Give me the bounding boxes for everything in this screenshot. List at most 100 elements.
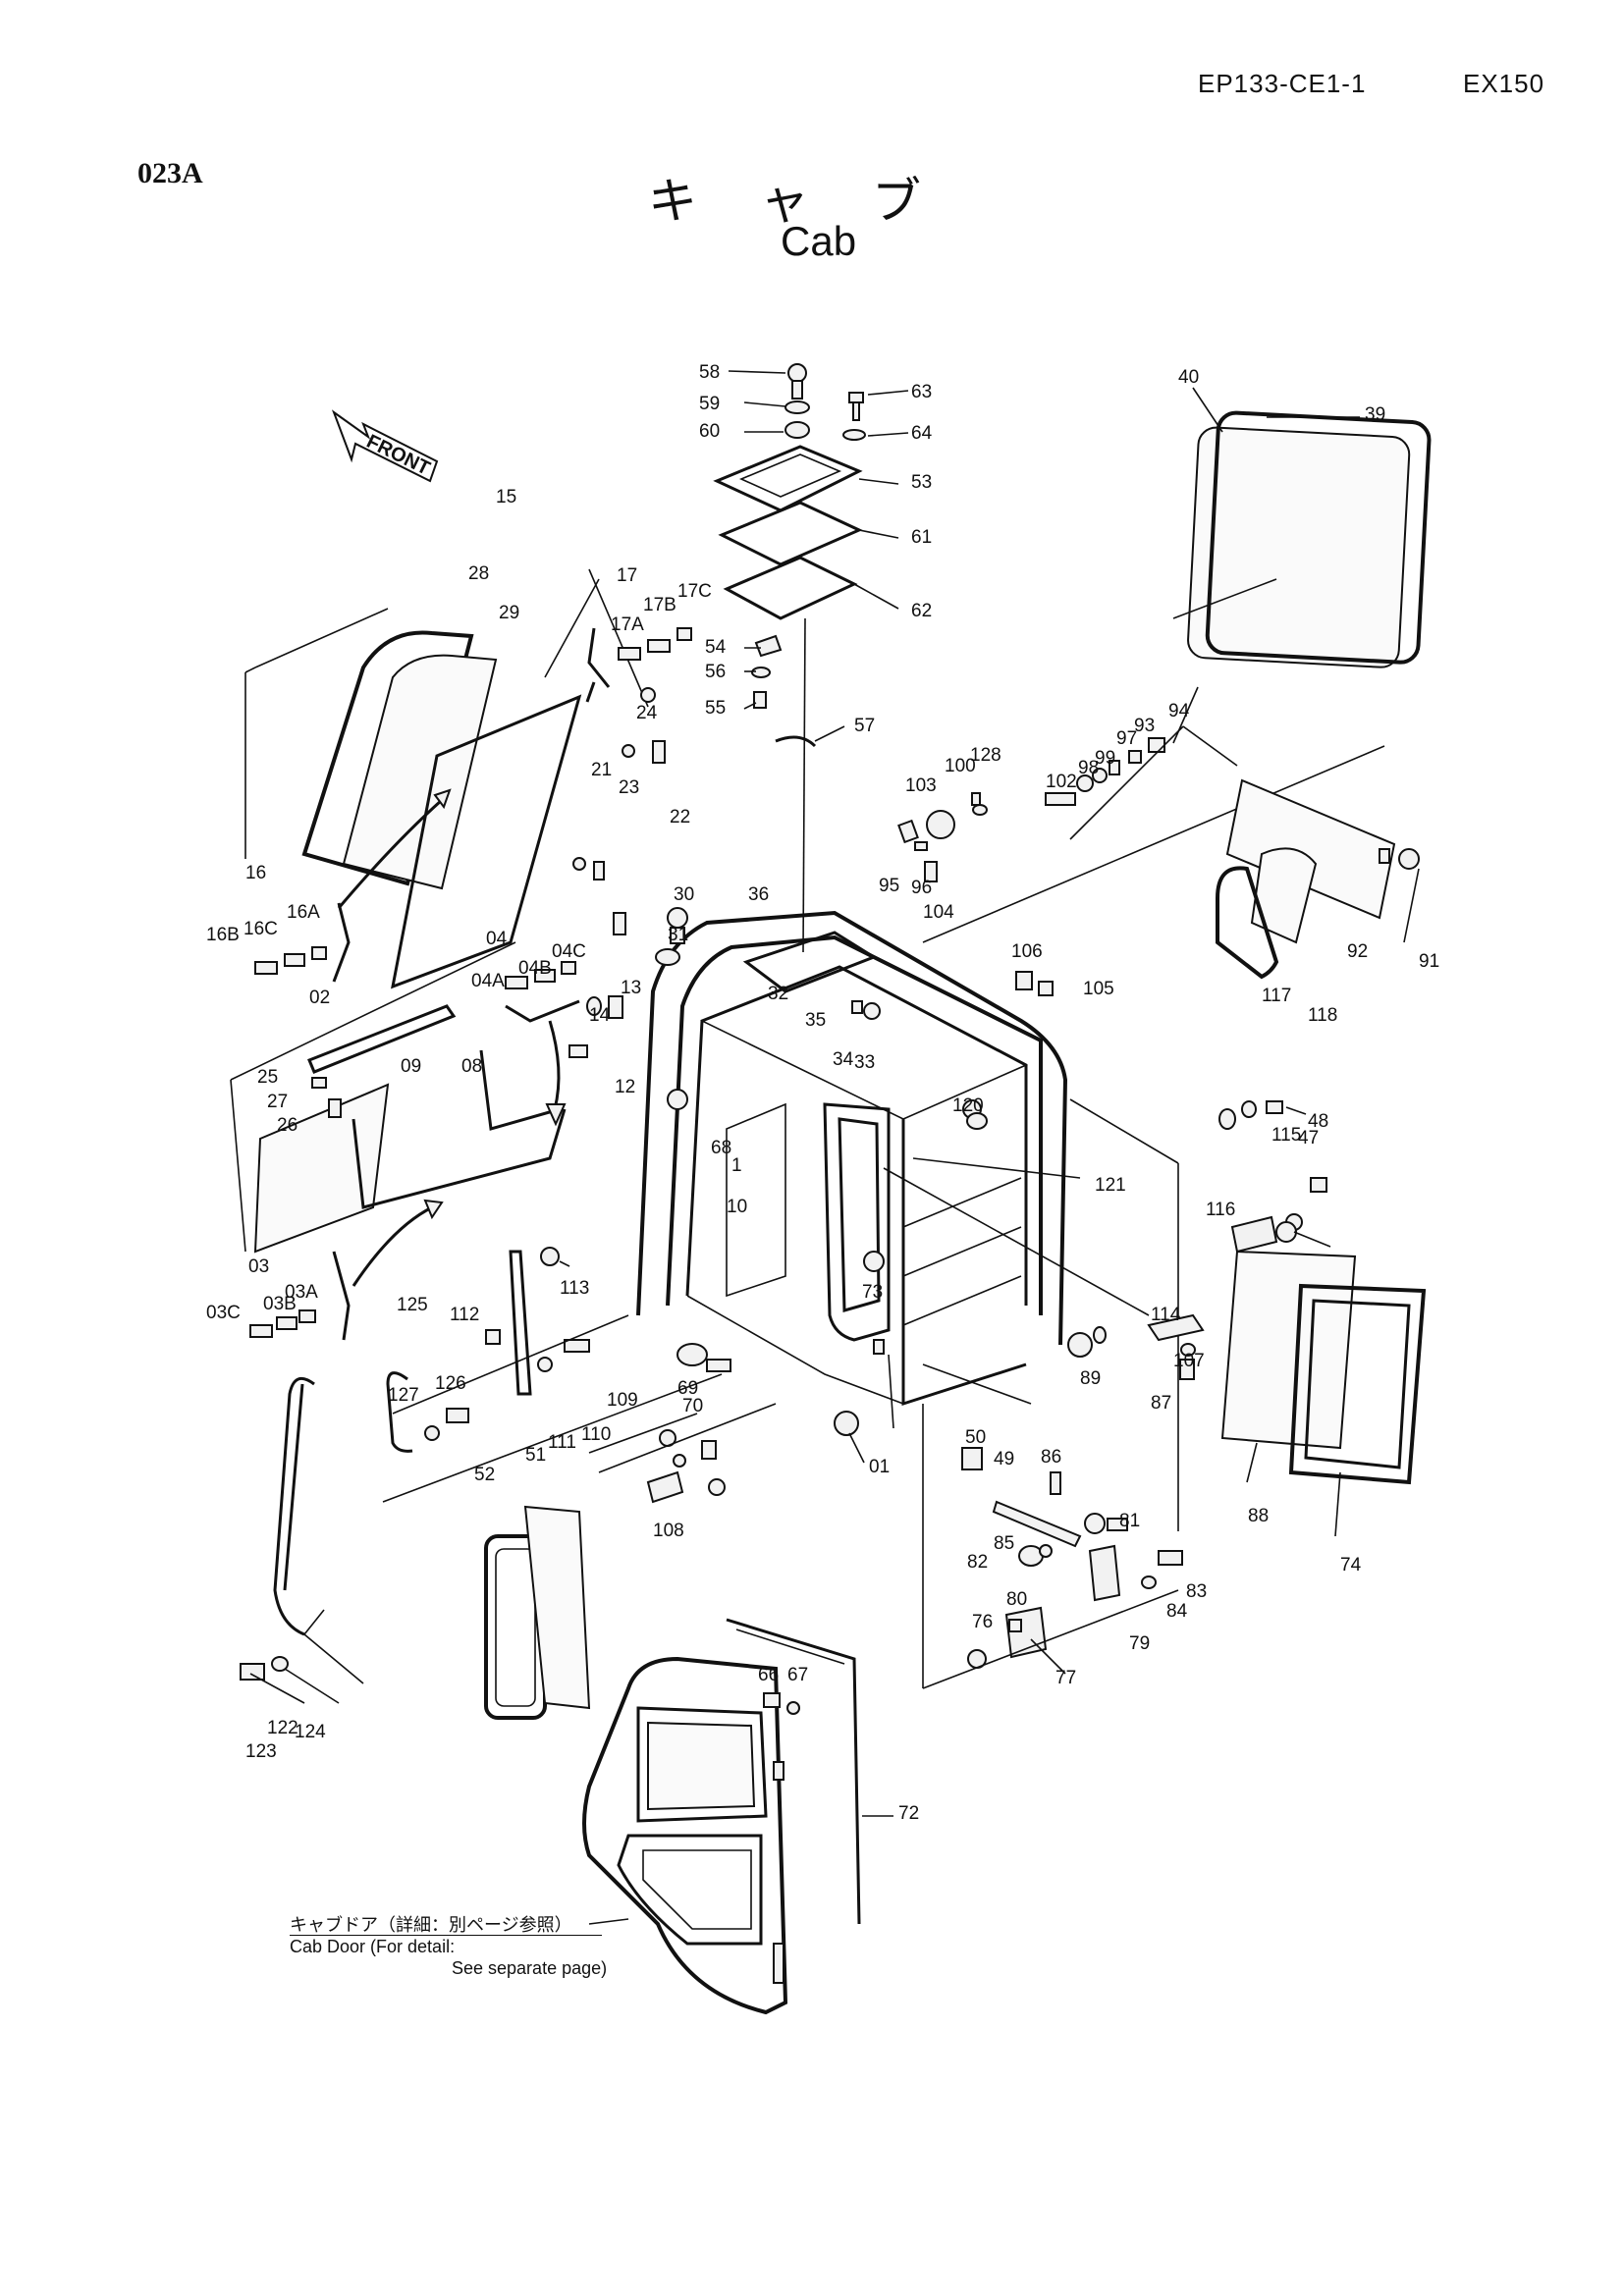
callout-117: 117 [1262,986,1291,1006]
callout-61: 61 [911,527,932,548]
callout-91: 91 [1419,951,1439,972]
lock-assembly [922,1404,1183,1689]
roof-hatch-group [713,363,866,953]
callout-73: 73 [862,1282,883,1303]
callout-123: 123 [245,1741,277,1762]
fasteners-21-24 [572,687,666,935]
callout-87: 87 [1151,1393,1171,1414]
callout-111: 111 [548,1432,576,1453]
callout-04c: 04C [552,941,586,962]
callout-16: 16 [245,863,266,883]
callout-83: 83 [1186,1581,1207,1602]
callout-30: 30 [674,884,694,905]
callout-03a: 03A [285,1282,318,1303]
callout-95: 95 [879,876,899,896]
callout-76: 76 [972,1612,993,1632]
callout-24: 24 [636,703,658,723]
callout-31: 31 [668,925,688,945]
model-code: EX150 [1463,69,1545,98]
callout-12: 12 [615,1077,635,1097]
callout-107: 107 [1173,1351,1205,1371]
callout-113: 113 [560,1278,589,1299]
callout-124: 124 [295,1722,326,1742]
callout-115: 115 [1271,1125,1301,1146]
callout-84: 84 [1166,1601,1188,1622]
interior-parts [863,1112,1081,1405]
cab-door-note-jp: キャブドア（詳細：別ページ参照） [290,1915,602,1936]
callout-103: 103 [905,775,937,796]
callout-82: 82 [967,1552,988,1573]
leader-lines [244,370,1420,1925]
callout-77: 77 [1055,1668,1076,1688]
callout-39: 39 [1365,404,1385,425]
right-lower-fasteners [834,1167,1205,1436]
right-mid-fasteners [1069,1098,1327,1531]
callout-57: 57 [854,716,875,736]
callout-86: 86 [1041,1447,1061,1468]
door-window-parts [484,1505,591,1720]
title-english: Cab [781,218,857,264]
callout-127: 127 [388,1385,419,1406]
callout-70: 70 [682,1396,703,1416]
callout-108: 108 [653,1521,684,1541]
callout-118: 118 [1308,1005,1337,1026]
callout-125: 125 [397,1295,428,1315]
callout-17: 17 [617,565,637,586]
callout-88: 88 [1248,1506,1269,1526]
callout-32: 32 [768,984,788,1004]
callout-17b: 17B [643,595,676,615]
left-lower-fasteners [382,1247,777,1504]
lower-front-window [230,941,567,1254]
callout-104: 104 [923,902,954,923]
front-arrow-label: FRONT [363,431,434,480]
callout-128: 128 [970,745,1001,766]
cab-door [582,1618,861,2015]
callout-40: 40 [1178,367,1199,388]
doc-code: EP133-CE1-1 [1198,69,1367,98]
callout-1: 1 [731,1155,742,1176]
callout-27: 27 [267,1092,288,1112]
right-upper-windows [1216,778,1420,980]
callout-58: 58 [699,362,720,383]
pin-set-03 [249,1199,444,1341]
callout-74: 74 [1340,1555,1362,1575]
callout-09: 09 [401,1056,421,1077]
pin-set-16 [254,902,351,983]
callout-14: 14 [589,1005,611,1026]
callout-33: 33 [854,1052,875,1073]
callout-94: 94 [1168,701,1190,721]
callout-66: 66 [758,1665,779,1685]
callout-80: 80 [1006,1589,1027,1610]
callout-92: 92 [1347,941,1368,962]
callout-47: 47 [1298,1128,1319,1148]
callout-35: 35 [805,1010,826,1031]
callout-60: 60 [699,421,720,442]
callout-81: 81 [1119,1511,1140,1531]
pin-set-04 [505,961,623,1127]
callout-51: 51 [525,1445,546,1466]
callout-49: 49 [994,1449,1014,1469]
callout-62: 62 [911,601,932,621]
cab-door-note: キャブドア（詳細：別ページ参照） Cab Door (For detail: S… [290,1914,607,1979]
callout-106: 106 [1011,941,1043,962]
callout-68: 68 [711,1138,731,1158]
callout-01: 01 [869,1457,890,1477]
callout-98: 98 [1078,758,1099,778]
callout-89: 89 [1080,1368,1101,1389]
callout-04: 04 [486,929,508,949]
callout-126: 126 [435,1373,466,1394]
callout-26: 26 [277,1115,298,1136]
grab-handle-125 [386,1371,469,1453]
callout-25: 25 [257,1067,278,1088]
callout-23: 23 [619,777,639,798]
callout-63: 63 [911,382,932,402]
callout-53: 53 [911,472,932,493]
group-code: 023A [137,157,203,189]
rear-glass [1172,410,1432,668]
right-upper-fasteners [897,725,1385,996]
fasteners-30-31 [655,907,881,1020]
callout-34: 34 [833,1049,854,1070]
callout-116: 116 [1206,1200,1235,1220]
callout-48: 48 [1308,1111,1328,1132]
